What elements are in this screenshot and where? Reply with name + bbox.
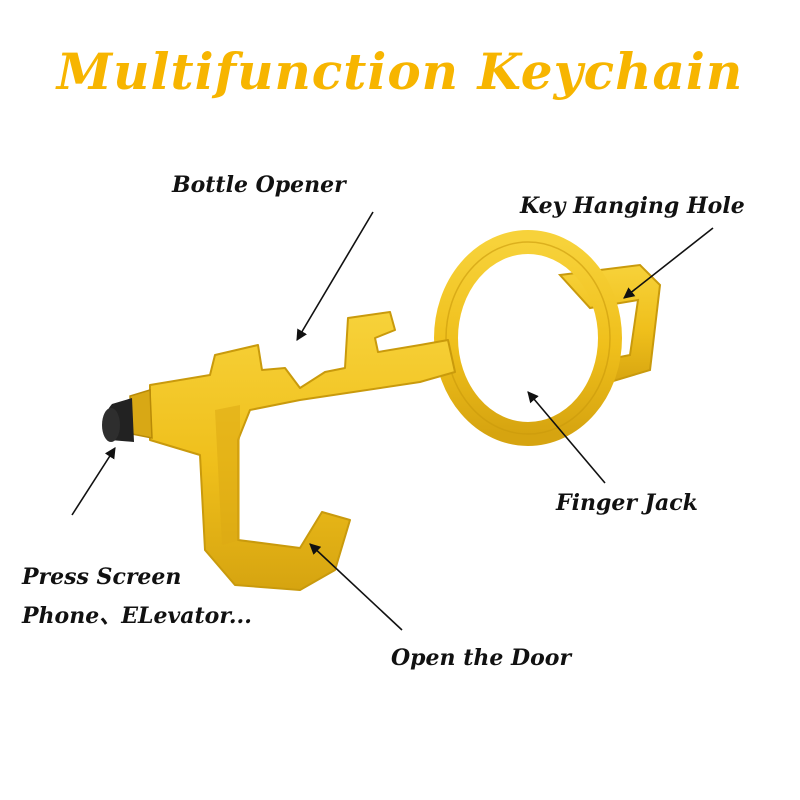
- arrow-press-screen: [71, 447, 116, 516]
- arrow-finger-jack: [527, 391, 606, 484]
- label-bottle-opener: Bottle Opener: [172, 172, 346, 198]
- label-key-hanging-hole: Key Hanging Hole: [520, 193, 745, 219]
- stylus-tip-icon: [102, 389, 153, 442]
- arrow-open-door: [309, 543, 403, 631]
- callout-arrows: [71, 211, 714, 631]
- label-finger-jack: Finger Jack: [556, 490, 698, 516]
- label-press-screen-examples: Phone、ELevator...: [22, 603, 252, 629]
- label-open-the-door: Open the Door: [391, 645, 572, 671]
- label-press-screen: Press Screen: [22, 564, 182, 590]
- arrow-key-hanging-hole: [623, 227, 714, 299]
- arrow-bottle-opener: [296, 211, 374, 341]
- keychain-body: [149, 311, 456, 591]
- finger-jack-ring: [434, 230, 622, 446]
- page-title: Multifunction Keychain: [56, 42, 744, 101]
